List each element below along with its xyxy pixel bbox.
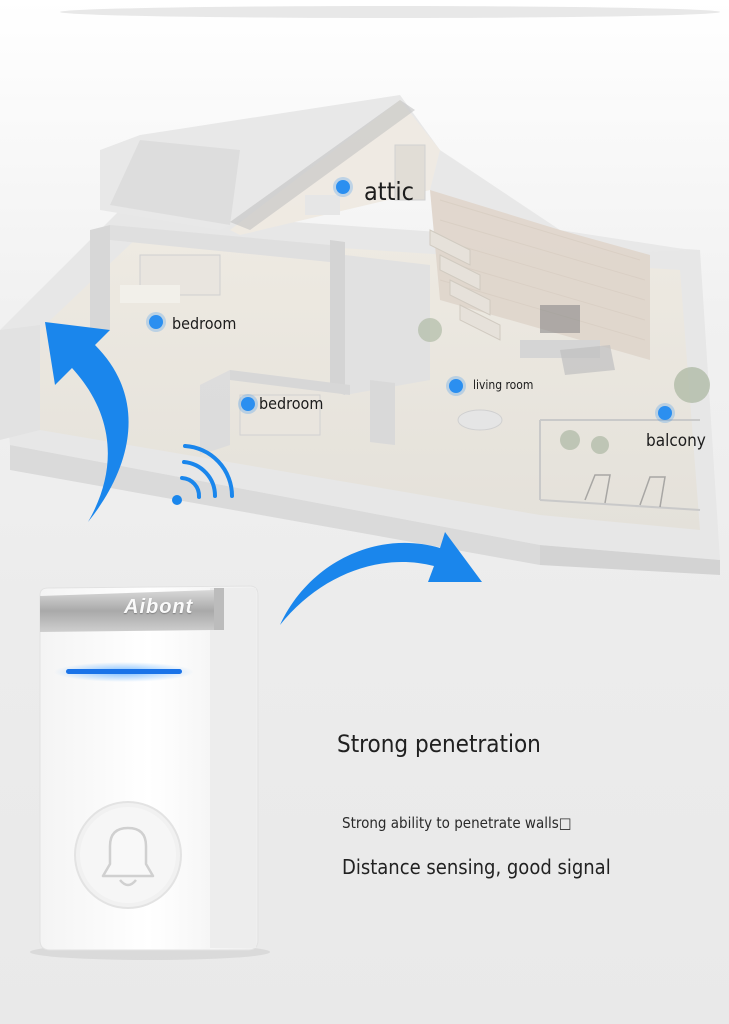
feature-line-signal: Distance sensing, good signal: [342, 855, 611, 879]
house-floorplan: [0, 95, 720, 575]
living-room-marker: [449, 379, 463, 393]
brand-logo: Aibont: [124, 596, 194, 618]
signal-arrow-left: [45, 322, 129, 522]
feature-line-walls: Strong ability to penetrate walls□: [342, 814, 572, 832]
bedroom-label-1: bedroom: [172, 314, 237, 333]
doorbell-device: [30, 585, 270, 960]
bedroom-label-2: bedroom: [259, 394, 324, 413]
bedroom-marker-2: [241, 397, 255, 411]
wifi-signal-icon: [172, 444, 235, 505]
bedroom-marker-1: [149, 315, 163, 329]
living-room-label: living room: [473, 378, 534, 392]
headline: Strong penetration: [337, 730, 541, 758]
balcony-marker: [658, 406, 672, 420]
attic-marker: [336, 180, 350, 194]
attic-label: attic: [364, 177, 415, 206]
signal-arrow-right: [280, 532, 482, 625]
bell-icon: [101, 826, 155, 887]
balcony-label: balcony: [646, 431, 706, 451]
